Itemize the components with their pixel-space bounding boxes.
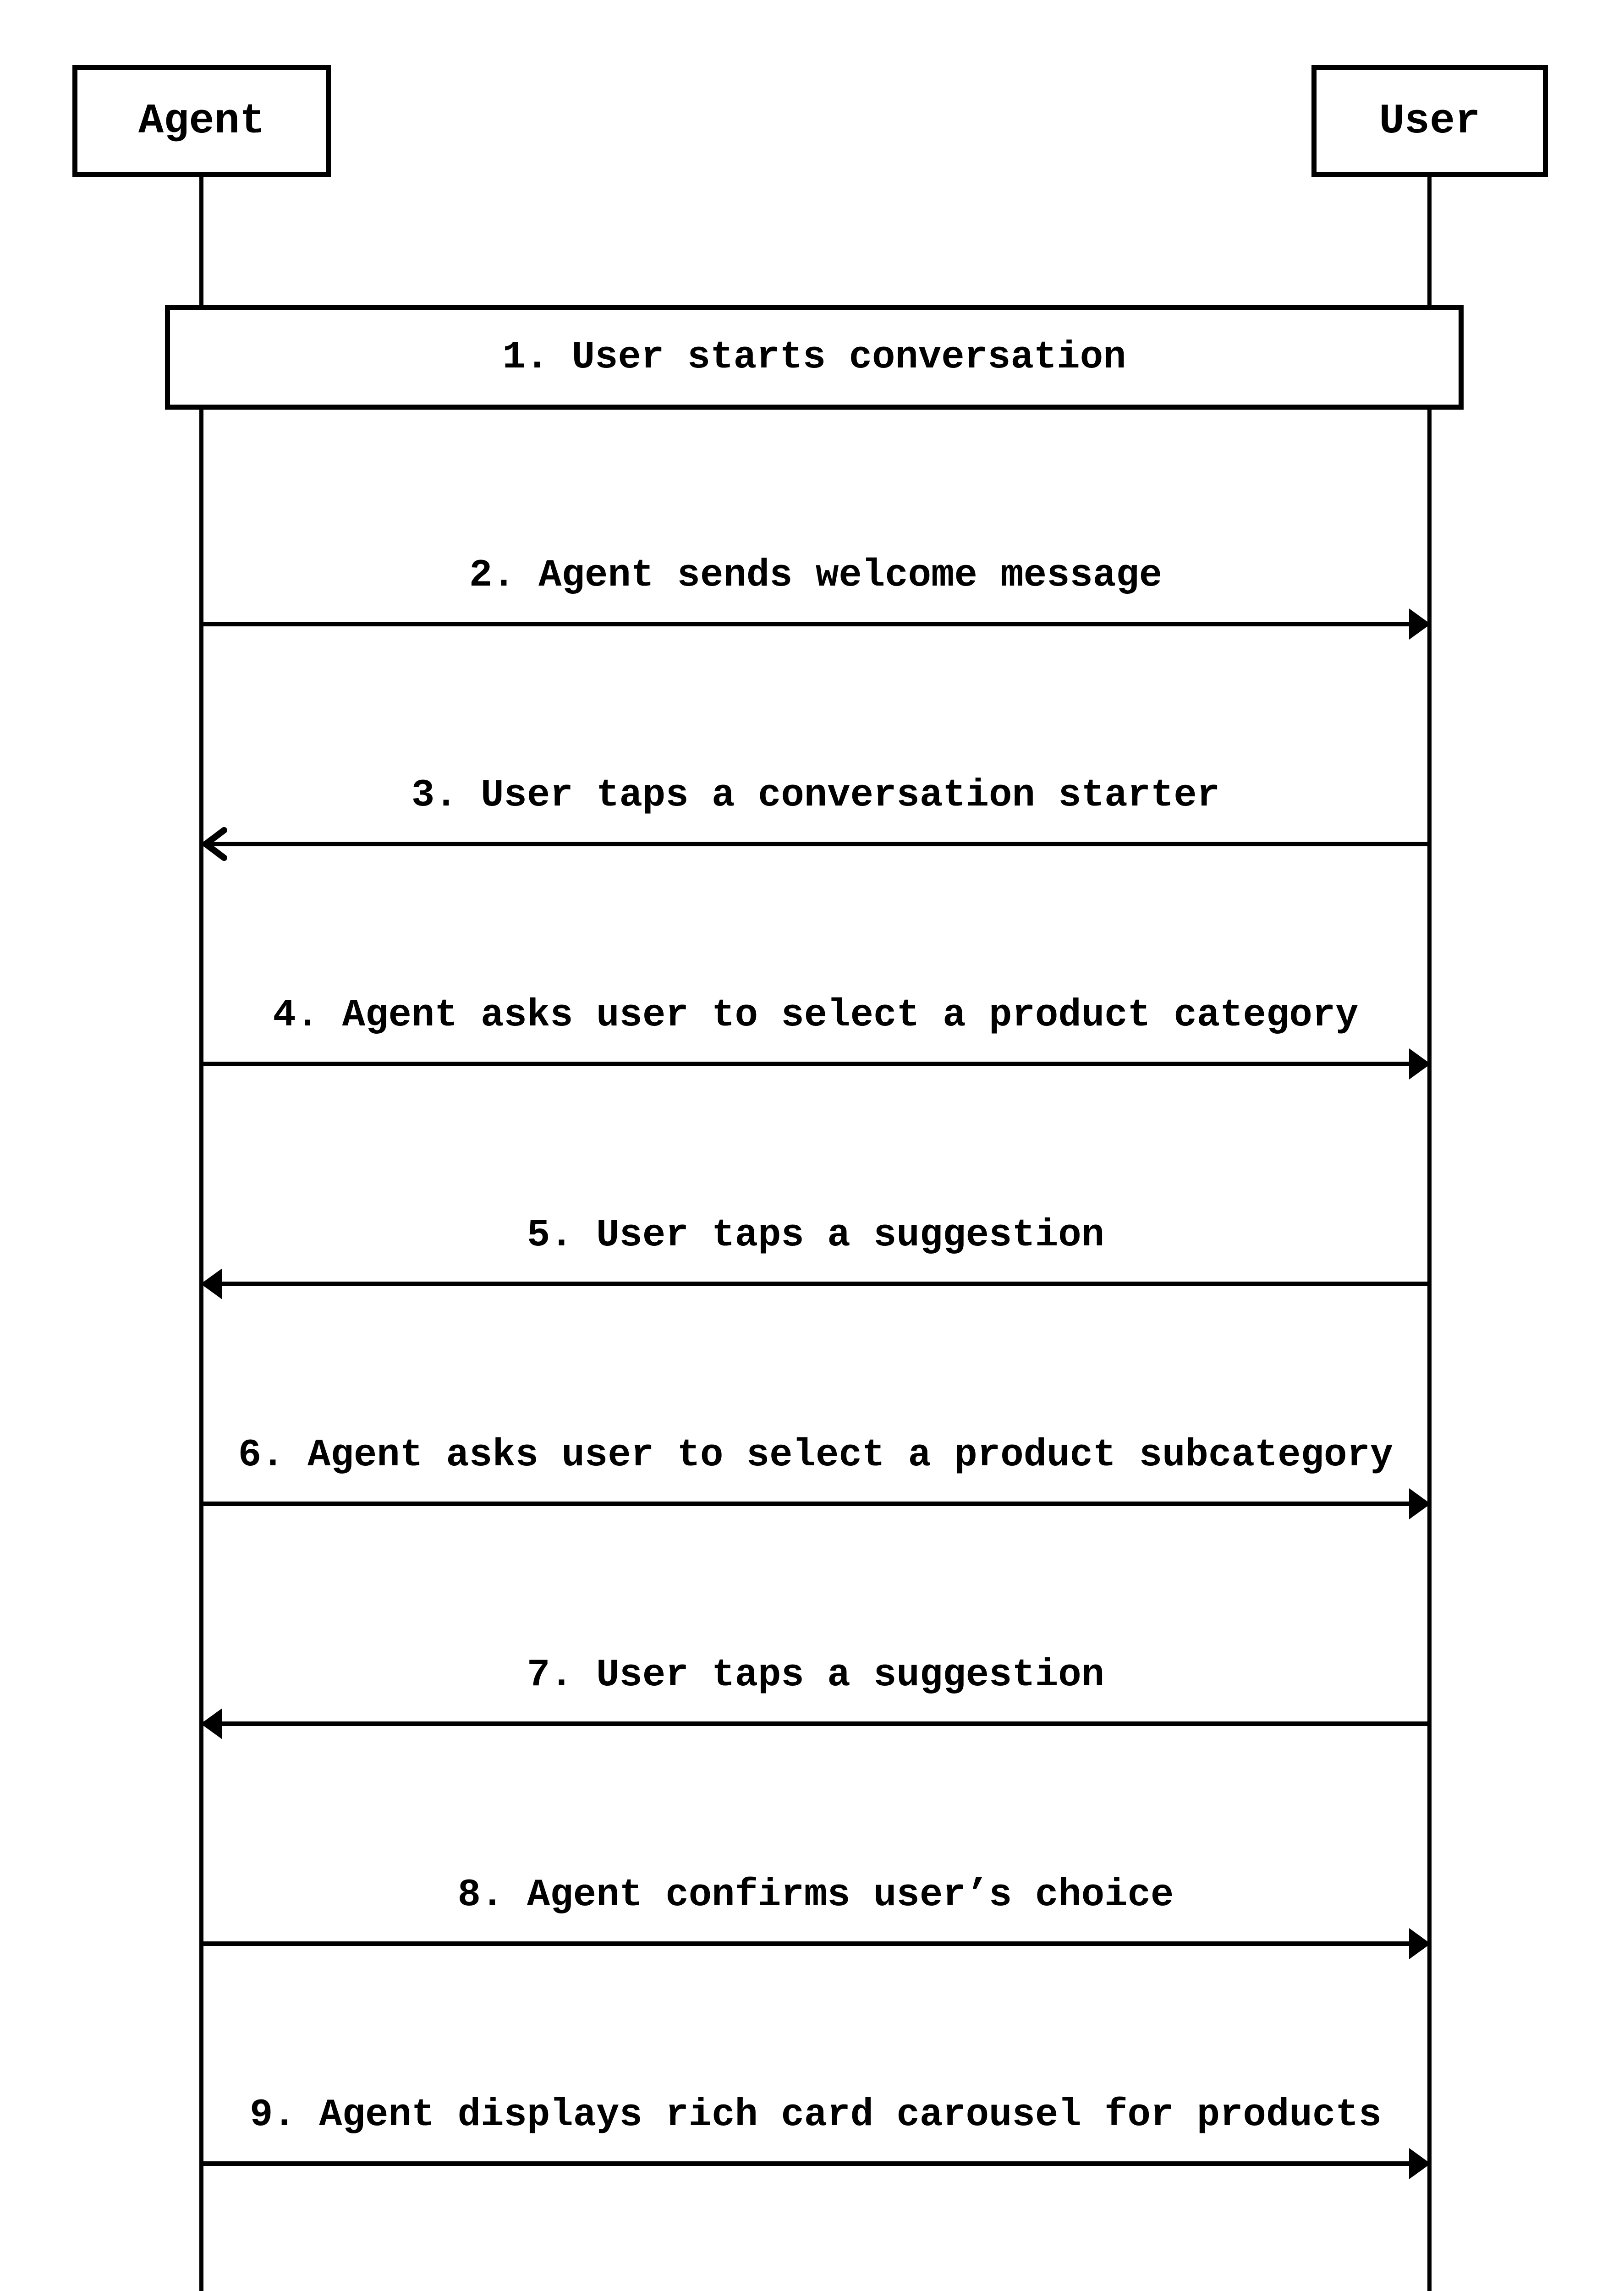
message-7-arrowhead bbox=[201, 1708, 222, 1739]
message-5-label: 5. User taps a suggestion bbox=[527, 1214, 1105, 1257]
lifeline-user bbox=[1427, 174, 1432, 2291]
chevron-bar bbox=[201, 839, 229, 862]
lifeline-agent bbox=[199, 174, 203, 2291]
message-3-arrowhead bbox=[201, 732, 234, 865]
message-9-label: 9. Agent displays rich card carousel for… bbox=[249, 2094, 1382, 2137]
message-9-arrowhead bbox=[1409, 2148, 1431, 2179]
message-5-arrowhead bbox=[201, 1268, 222, 1299]
message-3: 3. User taps a conversation starter bbox=[201, 732, 1430, 865]
message-3-label: 3. User taps a conversation starter bbox=[411, 774, 1220, 817]
message-10: 10. User selects a product bbox=[202, 2271, 1430, 2291]
message-5: 5. User taps a suggestion bbox=[201, 1172, 1430, 1304]
message-4-arrowhead bbox=[1409, 1048, 1431, 1080]
actor-box-agent-top: Agent bbox=[72, 65, 331, 177]
note-box: 1. User starts conversation bbox=[165, 305, 1464, 410]
message-2-label: 2. Agent sends welcome message bbox=[469, 554, 1163, 597]
message-4-label: 4. Agent asks user to select a product c… bbox=[273, 994, 1359, 1037]
message-8-arrowhead bbox=[1409, 1928, 1431, 1959]
message-5-arrow bbox=[203, 1282, 1428, 1286]
message-7-arrow bbox=[203, 1721, 1428, 1726]
message-2-arrowhead bbox=[1409, 608, 1431, 640]
message-2-arrow bbox=[203, 622, 1428, 626]
message-6-arrow bbox=[203, 1502, 1428, 1506]
message-2: 2. Agent sends welcome message bbox=[202, 512, 1431, 645]
message-8-arrow bbox=[203, 1941, 1428, 1946]
message-6-label: 6. Agent asks user to select a product s… bbox=[238, 1434, 1394, 1477]
message-8-label: 8. Agent confirms user’s choice bbox=[457, 1874, 1174, 1917]
message-7-label: 7. User taps a suggestion bbox=[527, 1654, 1105, 1697]
message-3-arrow bbox=[203, 842, 1428, 846]
note-label: 1. User starts conversation bbox=[502, 335, 1126, 379]
message-8: 8. Agent confirms user’s choice bbox=[202, 1831, 1431, 1964]
message-6-arrowhead bbox=[1409, 1488, 1431, 1519]
message-6: 6. Agent asks user to select a product s… bbox=[202, 1392, 1431, 1524]
actor-label-agent-top: Agent bbox=[138, 97, 265, 145]
message-7: 7. User taps a suggestion bbox=[201, 1611, 1430, 1744]
message-4-arrow bbox=[203, 1062, 1428, 1066]
actor-box-user-top: User bbox=[1311, 65, 1548, 177]
message-4: 4. Agent asks user to select a product c… bbox=[202, 952, 1431, 1085]
message-9: 9. Agent displays rich card carousel for… bbox=[202, 2051, 1431, 2184]
actor-label-user-top: User bbox=[1379, 97, 1481, 145]
message-9-arrow bbox=[203, 2161, 1428, 2166]
